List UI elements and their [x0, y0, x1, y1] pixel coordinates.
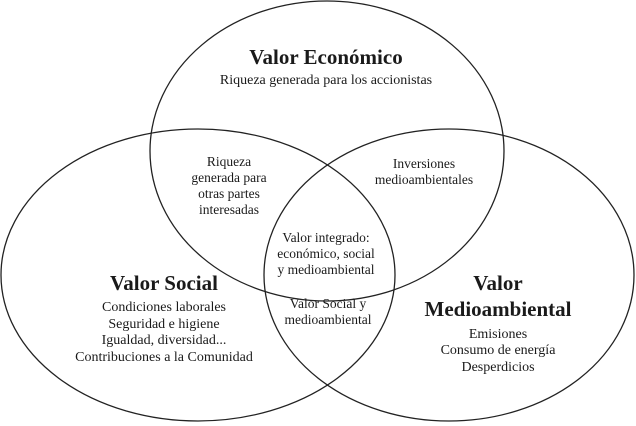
- medioambiental-line: Desperdicios: [461, 359, 535, 375]
- social-medioambiental-line: medioambiental: [284, 311, 372, 327]
- label-economico-social: Riqueza generada para otras partes inter…: [191, 154, 266, 218]
- economico-social-line: otras partes: [198, 185, 260, 201]
- economico-line: Riqueza generada para los accionistas: [219, 73, 433, 89]
- economico-social-line: Riqueza: [206, 154, 252, 169]
- social-line: Contribuciones a la Comunidad: [75, 349, 253, 365]
- integrado-line: Valor integrado:: [282, 230, 370, 245]
- label-economico: Valor Económico Riqueza generada para lo…: [220, 44, 432, 90]
- social-medioambiental-line: Valor Social y: [289, 296, 367, 311]
- title-economico: Valor Económico: [249, 45, 403, 69]
- label-integrado: Valor integrado: económico, social y med…: [277, 230, 374, 278]
- social-line: Condiciones laborales: [101, 300, 227, 316]
- label-medioambiental: Valor Medioambiental Emisiones Consumo d…: [425, 270, 572, 376]
- social-line: Seguridad e higiene: [108, 316, 220, 332]
- title-medioambiental-line: Valor: [473, 271, 523, 295]
- economico-medioambiental-line: Inversiones: [392, 156, 456, 171]
- label-social-medioambiental: Valor Social y medioambiental: [285, 296, 372, 328]
- medioambiental-line: Emisiones: [468, 326, 528, 342]
- economico-social-line: generada para: [191, 169, 267, 185]
- economico-medioambiental-line: medioambientales: [374, 171, 474, 187]
- circle-medioambiental: [263, 128, 635, 422]
- integrado-line: económico, social: [277, 245, 375, 261]
- label-social: Valor Social Condiciones laborales Segur…: [75, 270, 253, 366]
- title-social: Valor Social: [110, 271, 218, 295]
- label-economico-medioambiental: Inversiones medioambientales: [375, 156, 473, 188]
- circle-economico: [149, 0, 505, 302]
- circle-social: [0, 128, 396, 422]
- title-medioambiental-line: Medioambiental: [424, 297, 572, 322]
- economico-social-line: interesadas: [199, 201, 259, 217]
- integrado-line: y medioambiental: [277, 261, 375, 277]
- social-line: Igualdad, diversidad...: [101, 333, 227, 349]
- medioambiental-line: Consumo de energía: [440, 343, 556, 359]
